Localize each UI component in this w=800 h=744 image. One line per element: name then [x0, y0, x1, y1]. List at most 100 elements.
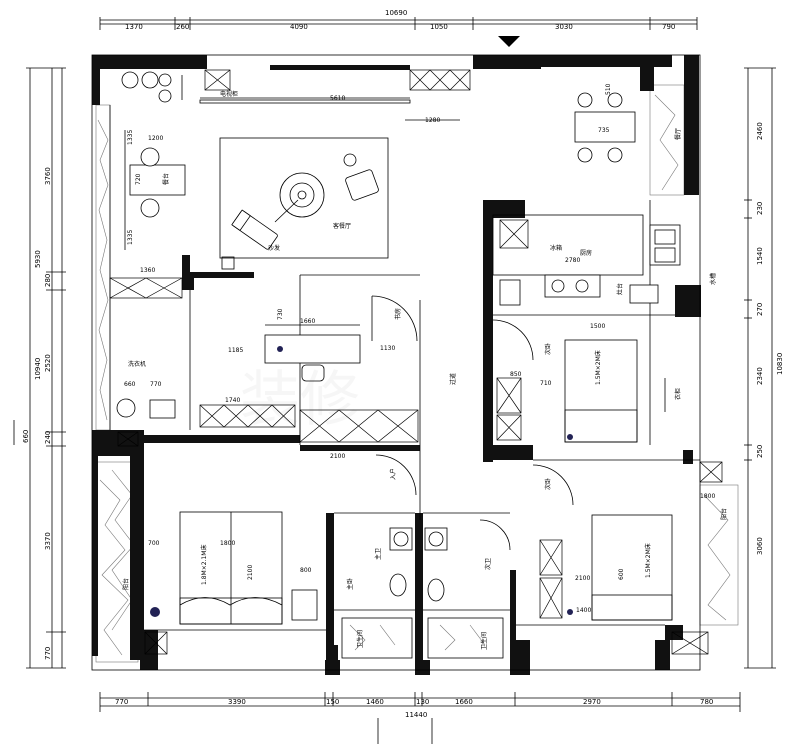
bottom-dim-2: 3390 — [228, 698, 246, 706]
second-bed — [564, 339, 638, 443]
bottom-dim-6: 1660 — [455, 698, 473, 706]
bottom-dim-4: 1460 — [366, 698, 384, 706]
toilet-master — [389, 573, 407, 597]
north-arrow-icon — [498, 36, 520, 47]
third-bedroom-label: 次卧 — [544, 478, 552, 490]
dim-1280: 1280 — [425, 117, 440, 124]
dim-770-laundry: 770 — [150, 381, 162, 388]
left-dim-3: 2520 — [44, 354, 52, 372]
dim-5610: 5610 — [330, 95, 345, 102]
balcony-label-left: 阳台 — [122, 578, 130, 590]
master-bath-label: 主卫 — [374, 548, 382, 560]
bedroom-2-door-swing — [492, 319, 534, 361]
third-bedroom: 1800 2100 600 1.5M×2M床 次卧 1400 — [532, 464, 715, 621]
bottom-dim-1: 770 — [115, 698, 128, 706]
tv-cabinet — [199, 99, 411, 104]
master-door-swing — [375, 454, 417, 496]
cabinet-boxes — [109, 69, 723, 655]
lounge-chair — [231, 209, 278, 250]
top-dim-6: 790 — [662, 23, 675, 31]
top-dim-3: 4090 — [290, 23, 308, 31]
dining-table-right — [574, 111, 636, 143]
right-dim-4: 270 — [756, 303, 764, 316]
right-dim-7: 3060 — [756, 537, 764, 555]
dim-730: 730 — [277, 308, 284, 320]
washer-icon — [116, 398, 136, 418]
dim-1335-a: 1335 — [127, 130, 134, 145]
master-bedroom-label: 主卧 — [346, 578, 354, 590]
dining-left: 1200 720 1335 1335 餐台 1360 — [121, 71, 186, 274]
dim-600: 1400 — [576, 607, 591, 614]
right-dimensions: 2460 230 1540 270 2340 250 3060 10830 — [744, 67, 784, 669]
dining-right-label: 餐厅 — [674, 128, 682, 140]
master-bed-label: 1.8M×2.1M床 — [200, 545, 208, 585]
dim-2100-third: 600 — [618, 568, 625, 580]
dim-700: 700 — [148, 540, 160, 547]
kitchen-sink — [649, 224, 681, 266]
dim-850: 850 — [510, 371, 522, 378]
bathroom-label-a: 卫生间 — [356, 630, 364, 648]
toilet-second — [427, 578, 445, 602]
study-label: 书房 — [394, 308, 402, 320]
oven — [629, 284, 659, 304]
dining-table-left — [129, 164, 186, 196]
dim-510: 1800 — [700, 493, 715, 500]
dim-1400: 735 — [598, 127, 610, 134]
bath-2-label: 次卫 — [484, 558, 492, 570]
left-dim-1: 3760 — [44, 167, 52, 185]
left-dim-6: 770 — [44, 647, 52, 660]
second-bed-label: 1.5M×2M床 — [594, 350, 602, 385]
bath-2-door-swing — [479, 519, 511, 551]
study-door-swing — [371, 295, 418, 342]
basin-second — [424, 527, 448, 551]
bottom-dimensions: 770 3390 150 1460 130 1660 2970 780 1144… — [99, 692, 741, 744]
partitions — [91, 54, 701, 671]
right-dim-5: 2340 — [756, 367, 764, 385]
third-bed — [591, 514, 673, 621]
dining-left-label: 餐台 — [162, 173, 170, 185]
right-dim-6: 250 — [756, 445, 764, 458]
dim-800: 800 — [300, 567, 312, 574]
bedroom-3-door-swing — [532, 464, 574, 506]
bottom-dim-7: 2970 — [583, 698, 601, 706]
top-dim-1: 1370 — [125, 23, 143, 31]
floor-lamp — [221, 256, 235, 270]
third-bed-label: 1.5M×2M床 — [644, 543, 652, 578]
dim-1185: 1185 — [228, 347, 243, 354]
shower-master — [341, 617, 413, 659]
sink-label: 水槽 — [709, 273, 717, 285]
left-dim-2: 280 — [44, 274, 52, 287]
living-label: 客餐厅 — [333, 222, 351, 230]
dim-1130: 1130 — [380, 345, 395, 352]
right-total: 10830 — [776, 353, 784, 375]
living-room: 5610 1280 客餐厅 沙发 电视柜 — [199, 90, 460, 270]
stove-label: 灶台 — [616, 283, 624, 295]
kitchen-counter — [492, 214, 644, 276]
basin-master — [389, 527, 413, 551]
dim-660: 660 — [124, 381, 136, 388]
dim-1200-left: 1200 — [148, 135, 163, 142]
dim-720: 720 — [135, 173, 142, 185]
dim-735: 510 — [605, 83, 612, 95]
balcony-label-right: 阳台 — [720, 508, 728, 520]
right-dim-1: 2460 — [756, 122, 764, 140]
dim-2780: 2780 — [565, 257, 580, 264]
master-entry-label: 入户 — [389, 468, 397, 480]
bathroom-label-b: 卫生间 — [480, 632, 488, 650]
bottom-dim-8: 780 — [700, 698, 713, 706]
washer-label: 洗衣机 — [128, 360, 146, 368]
corridor-label: 过道 — [449, 373, 457, 385]
dim-1360: 1360 — [140, 267, 155, 274]
side-table — [343, 153, 357, 167]
wardrobe-label-right: 衣柜 — [674, 388, 682, 400]
dim-2100-master: 2100 — [247, 565, 254, 580]
top-dim-4: 1050 — [430, 23, 448, 31]
bottom-dim-5: 130 — [416, 698, 429, 706]
dim-710: 710 — [540, 380, 552, 387]
coffee-table — [279, 172, 325, 218]
left-mid: 5930 — [34, 250, 42, 268]
dim-1660: 1660 — [300, 318, 315, 325]
bottom-total: 11440 — [405, 711, 427, 719]
master-pillows — [179, 597, 283, 606]
kitchen: 厨房 冰箱 2780 水槽 灶台 — [492, 214, 717, 306]
